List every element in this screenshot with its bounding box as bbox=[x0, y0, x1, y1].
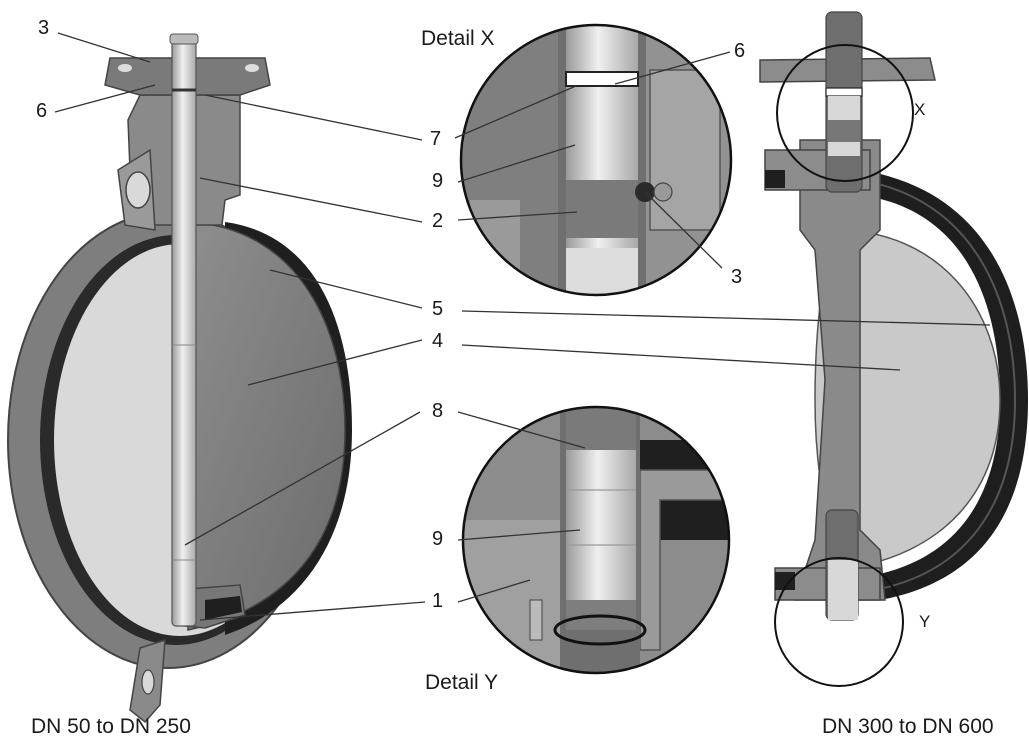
callout-7: 7 bbox=[430, 128, 442, 150]
small-detail-x-circle bbox=[776, 44, 914, 182]
detail-x-circle bbox=[459, 23, 733, 297]
leader-3-left bbox=[57, 32, 151, 63]
callout-5: 5 bbox=[432, 298, 444, 320]
callout-3-left: 3 bbox=[38, 17, 50, 39]
callout-9-x: 9 bbox=[432, 170, 444, 192]
callout-6-x: 6 bbox=[734, 40, 746, 62]
callout-3-x: 3 bbox=[731, 266, 743, 288]
leader-8 bbox=[184, 411, 421, 546]
leader-4 bbox=[247, 339, 423, 386]
detail-y-title: Detail Y bbox=[425, 671, 499, 694]
small-view-x-label: X bbox=[914, 100, 926, 119]
leader-9-y bbox=[457, 529, 581, 541]
callout-1: 1 bbox=[432, 590, 444, 612]
right-disc bbox=[814, 229, 1001, 571]
left-shaft bbox=[171, 37, 197, 627]
leader-6-left bbox=[54, 84, 156, 113]
left-valve bbox=[7, 33, 352, 724]
leader-7-x bbox=[454, 85, 577, 139]
right-hub bbox=[793, 139, 886, 601]
leader-6-x bbox=[614, 51, 731, 85]
leader-5 bbox=[269, 269, 423, 309]
leader-7 bbox=[204, 94, 423, 141]
detail-x-title: Detail X bbox=[421, 27, 495, 50]
detail-x-view bbox=[461, 25, 731, 295]
leader-2 bbox=[199, 177, 423, 223]
small-detail-y-circle bbox=[774, 557, 904, 687]
callout-6-left: 6 bbox=[36, 100, 48, 122]
callout-4: 4 bbox=[432, 330, 444, 352]
leader-2-x bbox=[457, 211, 578, 221]
right-valve bbox=[759, 11, 1028, 621]
leader-9-x bbox=[457, 144, 576, 183]
detail-y-view bbox=[463, 407, 729, 673]
leader-8-y bbox=[457, 411, 586, 449]
leader-3-x bbox=[644, 191, 723, 269]
callout-2: 2 bbox=[432, 210, 444, 232]
leader-1 bbox=[199, 601, 426, 621]
right-seal bbox=[860, 170, 1028, 600]
small-view-y-label: Y bbox=[919, 612, 931, 631]
callout-8: 8 bbox=[432, 400, 444, 422]
leader-5-right bbox=[461, 310, 991, 326]
callout-9-y: 9 bbox=[432, 528, 444, 550]
caption-left: DN 50 to DN 250 bbox=[31, 715, 191, 738]
leader-4-right bbox=[461, 344, 901, 371]
leader-1-y bbox=[457, 579, 531, 603]
caption-right: DN 300 to DN 600 bbox=[822, 715, 994, 738]
leader-lines bbox=[54, 32, 991, 621]
left-disc bbox=[187, 221, 346, 631]
